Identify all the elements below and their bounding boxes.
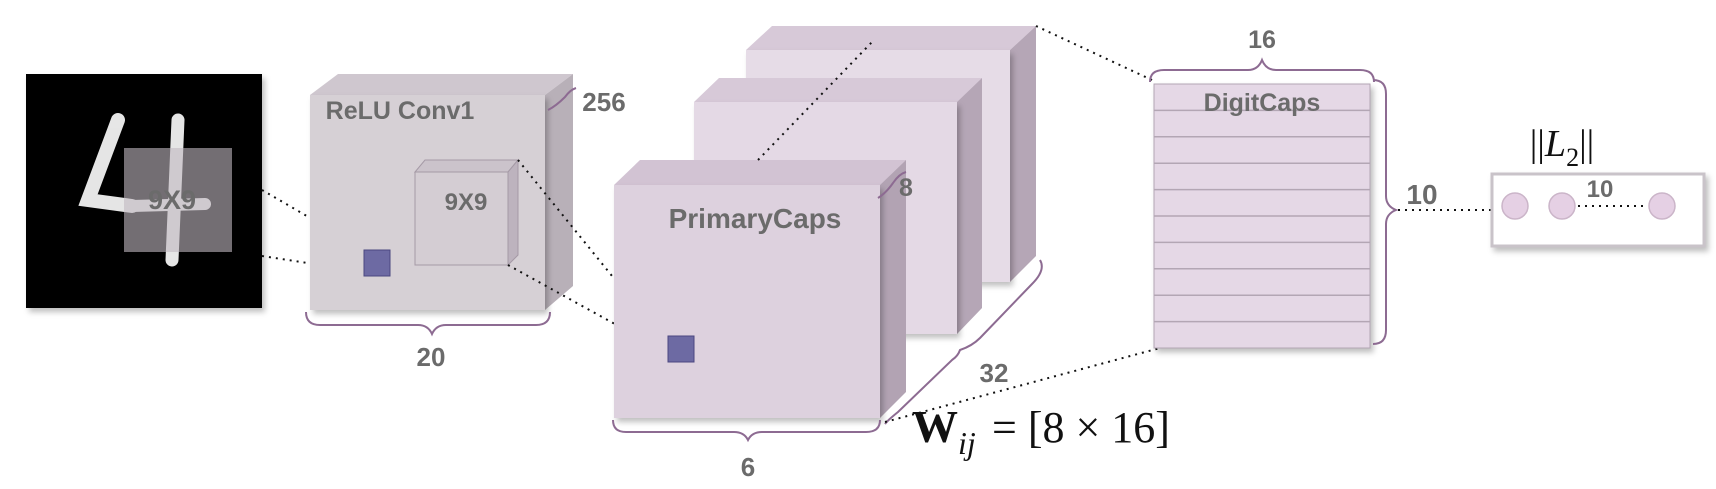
norm-output: ||L2|| 10 [1490, 123, 1706, 248]
primarycaps-middle-side [957, 78, 982, 334]
conv1-side-face [545, 74, 573, 310]
conv1-to-primary-connectors [507, 159, 681, 361]
primarycaps-width-brace [612, 419, 881, 443]
digitcaps-row-dividers [1154, 109, 1370, 323]
primarycaps-back-top [746, 26, 1036, 50]
digitcaps-height-label: 10 [1406, 179, 1437, 210]
digitcaps-width-label: 16 [1248, 26, 1276, 54]
weight-matrix-formula: W ij = [8 × 16] [912, 401, 1170, 461]
primary-to-digitcaps-connectors [884, 25, 1161, 423]
weight-dimensions: = [8 × 16] [992, 403, 1170, 452]
norm-output-unit [1501, 192, 1529, 220]
conv1-top-face [310, 74, 573, 95]
conv1-kernel-cube-top [413, 159, 520, 173]
conv1-unit-square [363, 249, 391, 277]
digitcaps-width-brace [1149, 57, 1375, 83]
norm-output-unit [1648, 192, 1676, 220]
weight-subscript: ij [958, 425, 976, 461]
primarycaps-stack-label: 32 [980, 358, 1009, 388]
conv1-kernel-cube-side [507, 158, 519, 267]
conv1-title: ReLU Conv1 [326, 97, 475, 125]
digitcaps-height-brace [1372, 79, 1399, 345]
conv1-kernel-label: 9X9 [445, 189, 488, 216]
input-kernel-label: 9X9 [148, 185, 196, 215]
primarycaps-front-face [614, 185, 880, 418]
conv1-width-label: 20 [417, 342, 446, 372]
conv1-block: ReLU Conv1 9X9 256 20 [305, 74, 626, 372]
weight-symbol: W [912, 401, 958, 452]
primarycaps-front-side [880, 160, 906, 418]
primarycaps-front-top [614, 160, 906, 185]
primarycaps-depth-label: 8 [899, 174, 913, 202]
input-receptive-field [124, 148, 232, 252]
digitcaps-block: DigitCaps 16 10 [1149, 26, 1438, 349]
primarycaps-back-side [1010, 26, 1036, 282]
conv1-width-brace [305, 311, 551, 337]
conv1-kernel-cube-front [414, 171, 509, 266]
primarycaps-title: PrimaryCaps [669, 203, 842, 234]
primarycaps-width-label: 6 [741, 452, 755, 482]
primarycaps-unit-square [667, 335, 695, 363]
norm-label: ||L2|| [1530, 123, 1595, 172]
primarycaps-stack-brace [884, 259, 1043, 425]
primarycaps-depth-brace [877, 171, 907, 199]
digitcaps-title: DigitCaps [1204, 89, 1321, 117]
input-image: 9X9 [26, 74, 262, 308]
norm-count-label: 10 [1587, 176, 1614, 203]
conv1-depth-brace [547, 87, 577, 111]
norm-output-unit [1548, 192, 1576, 220]
primarycaps-stack: PrimaryCaps 8 6 32 [612, 26, 1043, 482]
primarycaps-middle-top [694, 78, 982, 102]
conv1-depth-label: 256 [582, 87, 625, 117]
